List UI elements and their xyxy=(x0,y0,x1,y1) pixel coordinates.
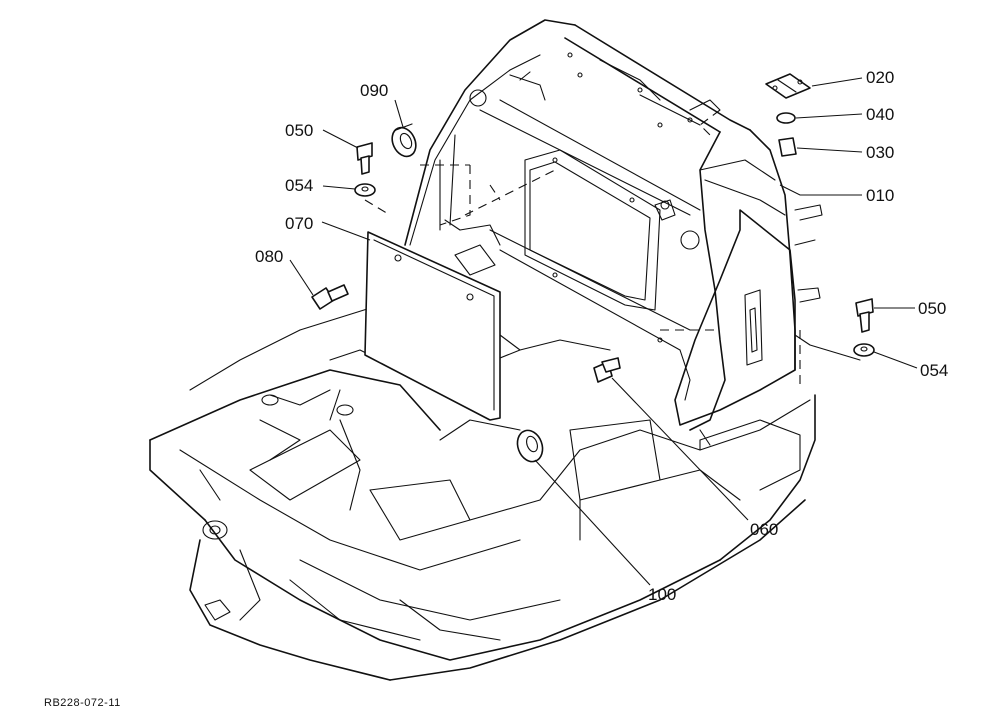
callout-060: 060 xyxy=(750,520,778,539)
callout-030: 030 xyxy=(866,143,894,162)
part-070-cover-plate xyxy=(364,231,501,421)
part-054-washer-left xyxy=(354,183,376,197)
part-054-washer-right xyxy=(853,343,875,357)
callout-050-left: 050 xyxy=(285,121,313,140)
part-060-bolt xyxy=(593,357,621,383)
callout-050-right: 050 xyxy=(918,299,946,318)
frame-chassis xyxy=(149,304,816,681)
part-100-grommet xyxy=(516,429,544,463)
callout-labels: 010 020 030 040 050 054 060 100 090 050 … xyxy=(255,68,948,604)
callout-090: 090 xyxy=(360,81,388,100)
drawing-number: RB228-072-11 xyxy=(44,697,121,709)
part-050-bolt-left xyxy=(356,142,373,175)
callout-020: 020 xyxy=(866,68,894,87)
part-050-bolt-right xyxy=(855,298,874,333)
part-040-washer xyxy=(776,112,796,124)
part-010-housing xyxy=(404,19,861,451)
callout-100: 100 xyxy=(648,585,676,604)
callout-054-right: 054 xyxy=(920,361,948,380)
part-020-hinge xyxy=(765,73,811,99)
part-030-nut xyxy=(778,137,797,157)
leader-lines xyxy=(289,77,918,586)
callout-080: 080 xyxy=(255,247,283,266)
dashed-hidden-lines xyxy=(364,109,801,390)
callout-040: 040 xyxy=(866,105,894,124)
part-080-bolt xyxy=(311,284,349,310)
callout-010: 010 xyxy=(866,186,894,205)
part-090-grommet xyxy=(391,123,417,158)
callout-070: 070 xyxy=(285,214,313,233)
callout-054-left: 054 xyxy=(285,176,313,195)
